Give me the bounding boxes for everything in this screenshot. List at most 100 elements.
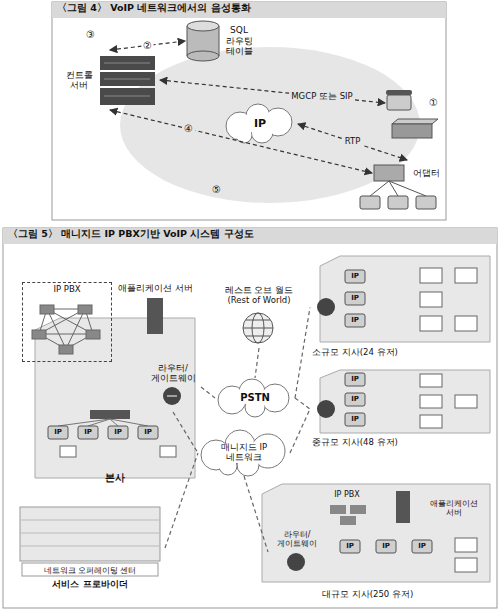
node-text: 애플리케이션 서버 [118,284,193,294]
illustration-part [47,309,66,349]
phone-label: IP [412,540,432,553]
illustration-part [246,320,270,321]
node-text: 대규모 지사(250 유저) [322,590,413,600]
illustration-part [345,413,365,426]
connector [201,387,215,398]
phone-label: IP [108,426,128,439]
phone-label: IP [345,292,365,305]
illustration-part [22,563,158,576]
callout-number: ③ [86,29,95,41]
connector [255,348,259,378]
illustration-part [345,314,365,327]
database: SQL 라우팅 테이블 [185,18,260,64]
medium-branch: 중규모 지사(48 유저) [310,368,492,450]
phone-label: IP [138,426,158,439]
illustration-part [386,90,412,95]
ip-cloud: IP [222,104,298,144]
phone-label: IP [345,413,365,426]
illustration-part [345,373,365,386]
node-text: 소규모 지사(24 유저) [312,348,398,358]
large-branch: 대규모 지사(250 유저) IP PBX 애플리케이션 서버라우터/게이트웨이 [260,482,492,602]
small-branch: 소규모 지사(24 유저) [310,255,492,360]
ip-cloud [226,104,292,143]
connector [160,80,385,103]
illustration-part [187,26,188,56]
illustration-part [243,313,273,343]
illustration-part [88,419,110,426]
node-text: 레스트 오브 월드 (Rest of World) [213,286,305,306]
illustration-part [40,305,54,314]
illustration-part [48,426,68,439]
database-cylinder [187,21,219,61]
illustration-part [20,546,160,547]
headquarters: 본사 [35,320,195,485]
illustration-part [320,370,490,433]
illustration-part [374,165,404,181]
illustration-part [60,446,76,457]
illustration-part [104,96,150,97]
ip-pbx: IP PBX [318,488,376,526]
connector [298,124,407,160]
illustration-part [120,47,420,203]
node-text: IP PBX [334,490,360,499]
illustration-part [340,540,360,553]
edge-label: RTP [343,137,363,147]
phone-label: IP [345,270,365,283]
illustration-part [340,516,356,525]
control-server: 컨트롤 서버 [60,50,160,110]
illustration-part [396,491,410,523]
node-text: 라우터/게이트웨이 [148,364,198,384]
illustration-part [32,330,46,339]
illustration-part [243,328,273,329]
illustration-part [416,196,436,209]
illustration-part [455,395,477,408]
illustration-part [59,345,73,354]
phone-label: IP [345,314,365,327]
noc-building [20,507,160,576]
illustration-part [3,228,497,608]
edge-label: MGCP 또는 SIP [289,92,354,102]
ip-pbx-mesh [32,305,100,354]
node-text: SQL 라우팅 테이블 [220,25,258,56]
managed-ip-network: 매니지드 IP 네트워크 [198,430,290,476]
router-gateway: 라우터/게이트웨이 [268,528,326,576]
illustration-part [66,309,85,349]
node-text: 본사 [105,472,125,484]
router-icon [163,387,181,405]
illustration-part [58,419,110,426]
illustration-part [104,63,150,64]
application-server: 애플리케이션 서버 [392,488,482,528]
illustration-part [360,196,380,209]
managed-ip-cloud [201,430,285,476]
ip-phones [48,270,432,553]
node-text: 라우터/게이트웨이 [271,530,323,548]
ip-phone: ① [385,88,440,118]
illustration-part [317,400,335,418]
pstn-cloud: PSTN [215,378,295,418]
illustration-part [370,181,389,196]
node-text: 애플리케이션 서버 [428,499,480,517]
illustration-part [392,124,432,138]
phone-label: IP [340,540,360,553]
phone-label: IP [345,373,365,386]
ip-phone-icon [386,90,412,110]
illustration-part [90,410,130,419]
illustration-part [39,334,93,335]
illustration-part [52,2,446,220]
connector [173,412,198,453]
node-text: 어댑터 [413,168,440,178]
illustration-part [317,298,335,316]
illustration-part [187,21,219,31]
illustration-part [219,380,288,416]
node-text: PSTN [240,392,270,404]
illustration-part [345,270,365,283]
connector [244,476,268,552]
illustration-part [232,392,276,404]
illustration-part [100,72,155,86]
illustration-part [246,336,270,337]
edge-label: ④ [182,123,195,135]
node-text: 서비스 프로바이더 [52,579,127,589]
illustration-part [78,305,92,314]
illustration-part [108,426,128,439]
illustration-part [3,228,497,244]
